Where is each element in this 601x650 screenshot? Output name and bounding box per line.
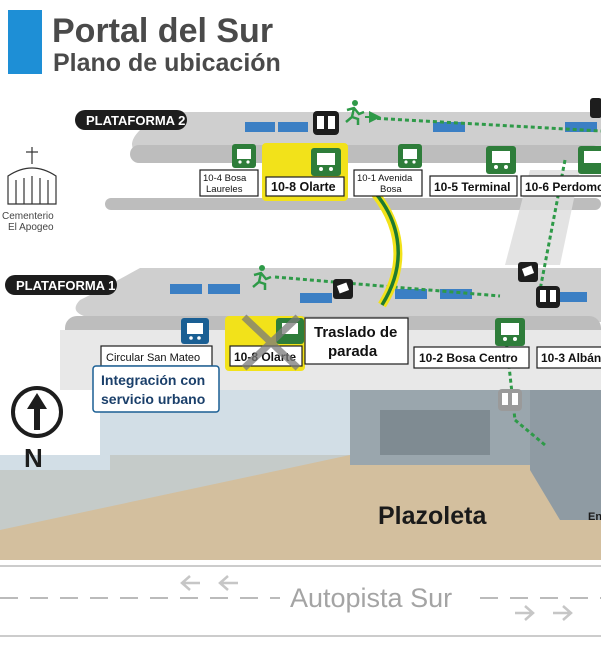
stop-box-terminal [429, 175, 518, 197]
platform-2-deck [130, 145, 601, 163]
integration-note-line1: Integración con [101, 372, 205, 388]
eastbound-arrows-icon [515, 605, 573, 621]
transfer-note-line2: parada [328, 343, 378, 360]
platform-1-label: PLATAFORMA 1 [16, 278, 115, 293]
road-name: Autopista Sur [290, 583, 452, 613]
stop-label: Bosa [380, 184, 402, 195]
platform-1-buses [170, 284, 587, 303]
bus-stop-icon [486, 146, 516, 174]
transfer-note [304, 317, 409, 365]
north-arrow-icon [11, 386, 63, 438]
north-label: N [24, 443, 43, 473]
bus-stop-icon [311, 148, 341, 176]
road-surface [0, 566, 601, 636]
plaza-edge-label: En [588, 511, 601, 523]
stop-box-olarte-p2 [265, 176, 345, 197]
page-subtitle: Plano de ubicación [53, 49, 281, 77]
westbound-arrows-icon [180, 575, 238, 591]
ticket-icon [518, 262, 538, 282]
stop-box-bosa-centro [413, 346, 530, 369]
integration-note-line2: servicio urbano [101, 391, 205, 407]
header-accent-bar [8, 10, 42, 74]
stop-label: 10-6 Perdomo [525, 180, 601, 194]
bus-stop-icon [232, 144, 256, 168]
transfer-note-line1: Traslado de [314, 324, 397, 341]
page-title: Portal del Sur [52, 12, 273, 50]
stop-label: 10-1 Avenida [357, 173, 413, 184]
stop-label: 10-2 Bosa Centro [419, 351, 518, 365]
platform-1-badge [5, 275, 117, 295]
cemetery-icon [7, 147, 57, 205]
stop-box-alban [536, 346, 601, 369]
bus-stop-icon [181, 318, 209, 344]
platform-2-rail [105, 198, 601, 210]
stop-label: 10-8 Olarte [271, 180, 336, 194]
platform-2-badge [75, 110, 187, 130]
exit-icon [252, 265, 272, 290]
exit-icon [345, 100, 381, 125]
stop-label: 10-3 Albán [541, 351, 601, 365]
turnstile-icon [313, 111, 339, 135]
underpass-structure [0, 390, 350, 530]
stop-label: 10-4 Bosa [203, 173, 247, 184]
stop-box-bosa-laureles [199, 169, 259, 197]
platform-2-buses [245, 122, 597, 132]
stop-box-perdomo [520, 175, 601, 197]
turnstile-icon [536, 286, 560, 308]
stop-label: Circular San Mateo [106, 352, 200, 364]
platform-2-walk-path [369, 116, 601, 133]
platform-2-label: PLATAFORMA 2 [86, 113, 185, 128]
integration-note [92, 365, 220, 413]
bus-stop-icon [578, 146, 601, 174]
stop-label: 10-5 Terminal [434, 180, 510, 194]
cancelled-stop-cross [241, 314, 301, 371]
tunnel-inner [380, 410, 490, 455]
bus-stop-icon [398, 144, 422, 168]
turnstile-icon [498, 389, 522, 411]
plaza-label: Plazoleta [378, 502, 487, 530]
cemetery-label-1: Cementerio [2, 211, 54, 222]
stop-box-avenida-bosa [353, 169, 423, 197]
bus-stop-icon [495, 318, 525, 346]
cemetery-label-2: El Apogeo [8, 222, 54, 233]
edge-sign-icon [590, 98, 601, 118]
stop-label: Laureles [206, 184, 243, 195]
east-building [530, 390, 601, 520]
ticket-icon [333, 279, 353, 299]
